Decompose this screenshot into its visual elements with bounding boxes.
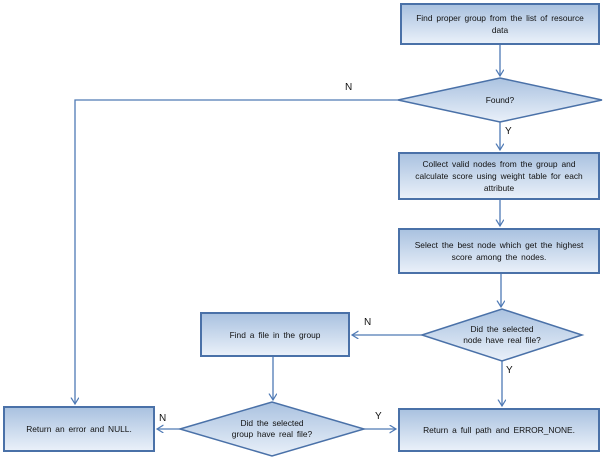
edge-label-group-yes: Y <box>375 411 382 422</box>
edge-label-group-no: N <box>159 413 167 424</box>
process-collect-nodes: Collect valid nodes from the group and c… <box>398 152 600 200</box>
decision-node-file-label: Did the selected node have real file? <box>463 324 541 345</box>
decision-group-file-shape <box>177 401 367 457</box>
edge-label-found-yes: Y <box>505 126 512 137</box>
process-select-best-node: Select the best node which get the highe… <box>398 228 600 274</box>
edge-label-node-no: N <box>364 317 372 328</box>
process-find-group: Find proper group from the list of resou… <box>400 3 600 45</box>
decision-group-file-label: Did the selected group have real file? <box>231 418 313 439</box>
process-return-error: Return an error and NULL. <box>3 406 155 452</box>
decision-found-shape <box>397 77 603 123</box>
edge-label-node-yes: Y <box>506 365 513 376</box>
edge-label-found-no: N <box>345 82 353 93</box>
decision-node-file-shape <box>419 308 585 362</box>
process-return-full-path: Return a full path and ERROR_NONE. <box>398 408 600 452</box>
connector-found-no-to-return-error <box>75 99 398 404</box>
decision-found-label: Found? <box>485 94 515 105</box>
process-find-file: Find a file in the group <box>200 312 350 357</box>
